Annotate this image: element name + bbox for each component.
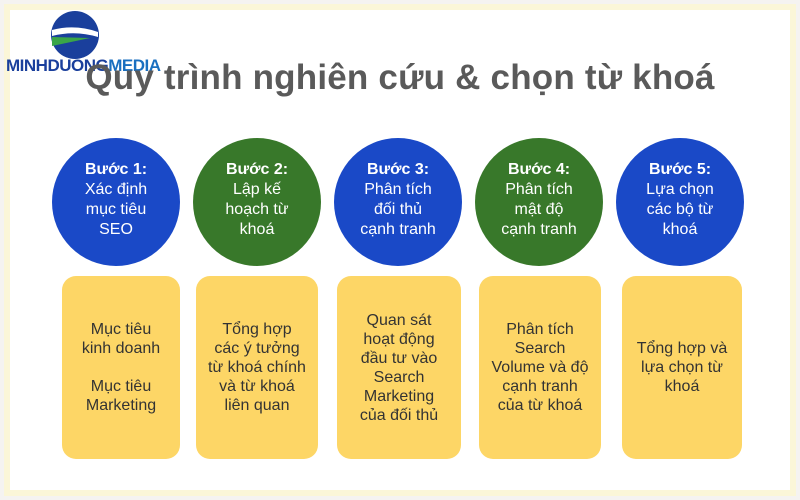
step-title: Xác định mục tiêu SEO xyxy=(84,181,148,238)
step-2-detail-box: Tổng hợp các ý tưởng từ khoá chính và từ… xyxy=(196,276,318,459)
brand-name: MINHDUONGMEDIA xyxy=(6,56,161,76)
step-label: Bước 3: xyxy=(366,161,430,178)
step-2-circle: Bước 2: Lập kế hoạch từ khoá xyxy=(193,138,321,266)
step-3-detail-box: Quan sát hoạt động đầu tư vào Search Mar… xyxy=(337,276,461,459)
step-label: Bước 5: xyxy=(648,161,712,178)
step-title: Lựa chọn các bộ từ khoá xyxy=(646,181,714,238)
step-1-detail-box: Mục tiêu kinh doanh Mục tiêu Marketing xyxy=(62,276,180,459)
step-4-detail-box: Phân tích Search Volume và độ cạnh tranh… xyxy=(479,276,601,459)
step-3-circle: Bước 3: Phân tích đối thủ cạnh tranh xyxy=(334,138,462,266)
step-label: Bước 4: xyxy=(507,161,571,178)
step-title: Phân tích mật độ cạnh tranh xyxy=(501,181,577,238)
logo-mark-icon xyxy=(51,11,99,59)
step-label: Bước 2: xyxy=(225,161,289,178)
step-5-detail-box: Tổng hợp và lựa chọn từ khoá xyxy=(622,276,742,459)
step-1-circle: Bước 1: Xác định mục tiêu SEO xyxy=(52,138,180,266)
step-label: Bước 1: xyxy=(84,161,148,178)
brand-name-part1: MINHDUONG xyxy=(6,56,109,75)
brand-logo: MINHDUONGMEDIA xyxy=(0,6,161,76)
step-4-circle: Bước 4: Phân tích mật độ cạnh tranh xyxy=(475,138,603,266)
step-title: Lập kế hoạch từ khoá xyxy=(225,181,289,238)
page-title: Quy trình nghiên cứu & chọn từ khoá xyxy=(85,58,715,97)
step-title: Phân tích đối thủ cạnh tranh xyxy=(360,181,436,238)
step-5-circle: Bước 5: Lựa chọn các bộ từ khoá xyxy=(616,138,744,266)
brand-name-part2: MEDIA xyxy=(108,56,161,75)
